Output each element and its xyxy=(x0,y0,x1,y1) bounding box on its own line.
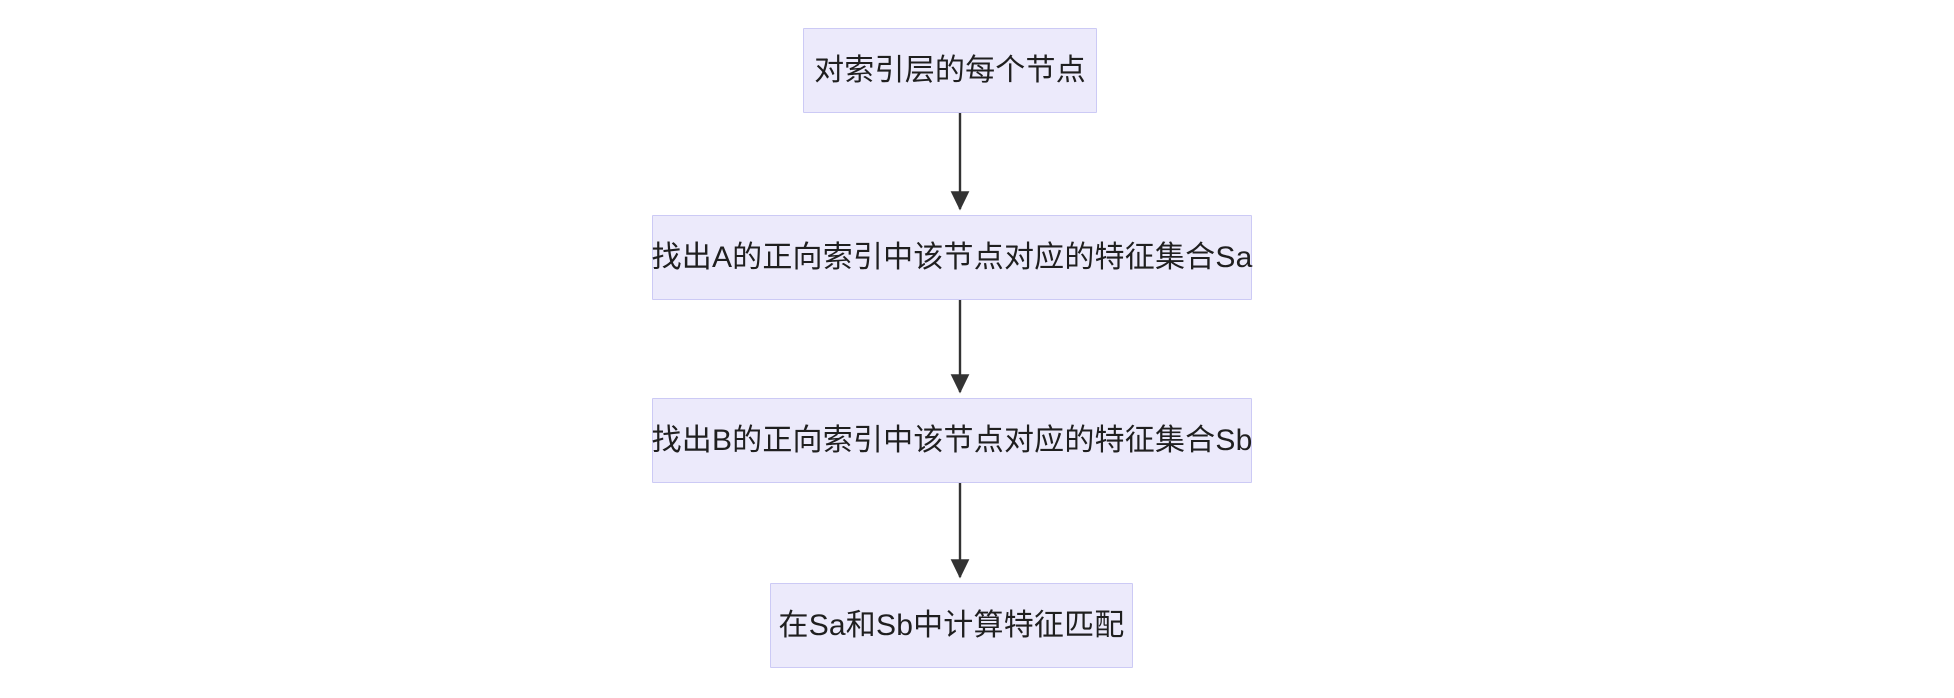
flow-node-find-sa-label: 找出A的正向索引中该节点对应的特征集合Sa xyxy=(651,240,1253,274)
flow-node-find-sb-label: 找出B的正向索引中该节点对应的特征集合Sb xyxy=(651,423,1253,457)
flow-node-match[interactable]: 在Sa和Sb中计算特征匹配 xyxy=(770,583,1133,668)
flow-node-find-sb[interactable]: 找出B的正向索引中该节点对应的特征集合Sb xyxy=(652,398,1252,483)
flow-node-find-sa[interactable]: 找出A的正向索引中该节点对应的特征集合Sa xyxy=(652,215,1252,300)
flow-node-match-label: 在Sa和Sb中计算特征匹配 xyxy=(778,608,1125,642)
flow-node-start[interactable]: 对索引层的每个节点 xyxy=(803,28,1097,113)
flow-node-start-label: 对索引层的每个节点 xyxy=(814,53,1086,87)
